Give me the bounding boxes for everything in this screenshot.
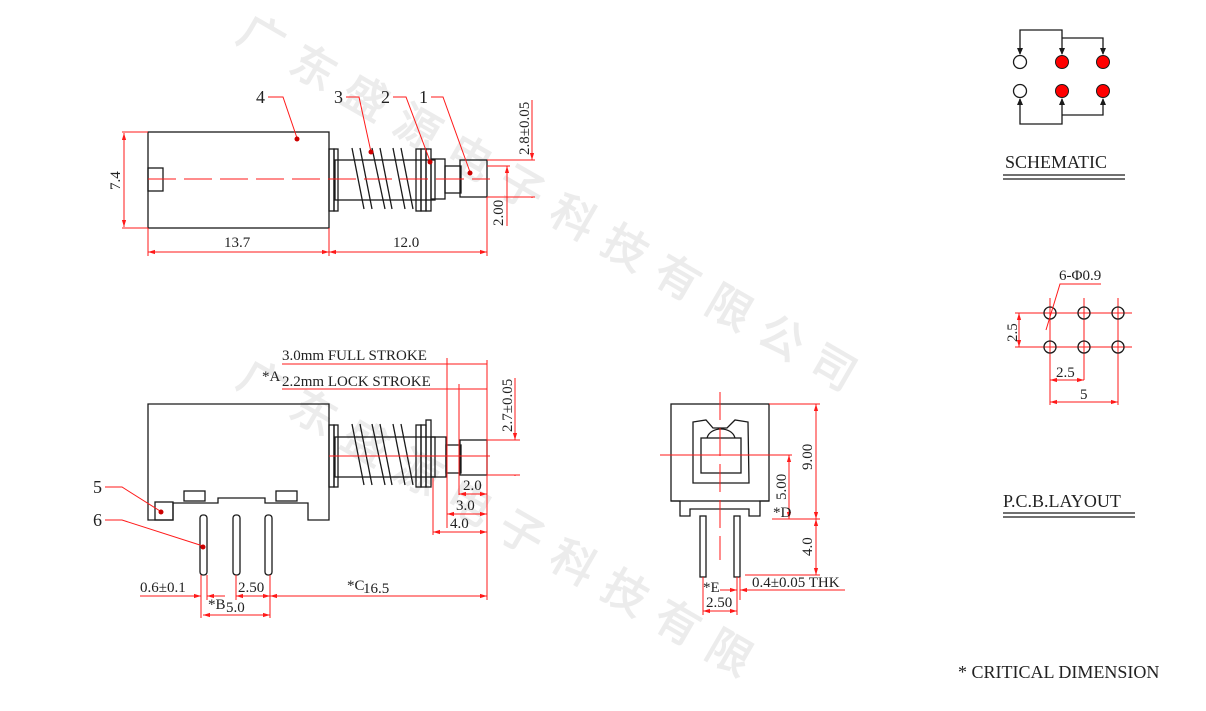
dim-center: 5.00 — [774, 474, 790, 500]
callout-1: 1 — [419, 87, 473, 176]
dim-shaft-dia: 2.00 — [491, 200, 507, 226]
top-view: 4 3 2 1 7.4 13.7 12.0 2.8±0.05 2.00 — [108, 87, 535, 256]
callout-2: 2 — [381, 87, 433, 165]
contact-closed — [1055, 55, 1069, 69]
svg-text:4: 4 — [256, 87, 265, 107]
dim-pitch: 2.50 — [706, 595, 732, 611]
svg-text:3: 3 — [334, 87, 343, 107]
svg-text:*E: *E — [703, 580, 720, 596]
hole-spec: 6-Φ0.9 — [1059, 268, 1101, 284]
svg-text:6: 6 — [93, 510, 102, 530]
dim-span: 5 — [1080, 387, 1088, 403]
dim-pin-pitch: 2.50 — [238, 580, 264, 596]
callout-4: 4 — [256, 87, 300, 142]
full-stroke-label: 3.0mm FULL STROKE — [282, 348, 427, 364]
dim-pin-length: 4.0 — [800, 537, 816, 556]
schematic-title: SCHEMATIC — [1005, 152, 1107, 172]
callout-5: 5 — [93, 477, 164, 515]
dim-plunger-length: 12.0 — [393, 235, 419, 251]
dim-row-pitch: 2.5 — [1005, 323, 1021, 342]
pcb-layout: 6-Φ0.9 2.5 2.5 5 P.C.B.LAYOUT — [1003, 268, 1135, 518]
plunger-shaft — [334, 159, 436, 201]
svg-text:5: 5 — [93, 477, 102, 497]
svg-text:1: 1 — [419, 87, 428, 107]
callout-3: 3 — [334, 87, 374, 155]
lock-stroke-label: 2.2mm LOCK STROKE — [282, 374, 431, 390]
svg-text:2: 2 — [381, 87, 390, 107]
dim-height: 7.4 — [108, 171, 124, 190]
dim-body-length: 13.7 — [224, 235, 251, 251]
dim-total-length: 16.5 — [363, 581, 389, 597]
dim-3-0: 3.0 — [456, 498, 475, 514]
schematic: SCHEMATIC — [1003, 29, 1125, 180]
dim-col-pitch: 2.5 — [1056, 365, 1075, 381]
critical-dimension-note: * CRITICAL DIMENSION — [958, 662, 1159, 682]
dim-2-0: 2.0 — [463, 478, 482, 494]
dim-height: 9.00 — [800, 444, 816, 470]
contact-closed — [1055, 84, 1069, 98]
svg-text:*D: *D — [773, 505, 792, 521]
button — [459, 439, 488, 476]
pins — [199, 514, 273, 576]
contact-open — [1012, 83, 1028, 99]
svg-text:*B: *B — [208, 597, 226, 613]
end-view: 9.00 *D 5.00 4.0 0.4±0.05 THK *E 2.50 — [660, 392, 845, 615]
pcb-title: P.C.B.LAYOUT — [1003, 491, 1121, 511]
callout-6: 6 — [93, 510, 206, 550]
contact-closed — [1096, 84, 1110, 98]
dim-span: 5.0 — [226, 600, 245, 616]
dim-button-dia: 2.8±0.05 — [517, 102, 533, 155]
switch-body — [147, 131, 330, 229]
contact-open — [1012, 54, 1028, 70]
lock-stroke-mark: *A — [262, 369, 281, 385]
dim-pin-width: 0.6±0.1 — [140, 580, 186, 596]
dim-button-dia: 2.7±0.05 — [500, 379, 516, 432]
dim-thickness: 0.4±0.05 THK — [752, 575, 840, 591]
svg-text:*C: *C — [347, 578, 365, 594]
spring — [328, 147, 432, 212]
contact-closed — [1096, 55, 1110, 69]
dim-4-0: 4.0 — [450, 516, 469, 532]
side-view: 5 6 3.0mm FULL STROKE *A 2.2mm LOCK STRO… — [93, 348, 520, 618]
